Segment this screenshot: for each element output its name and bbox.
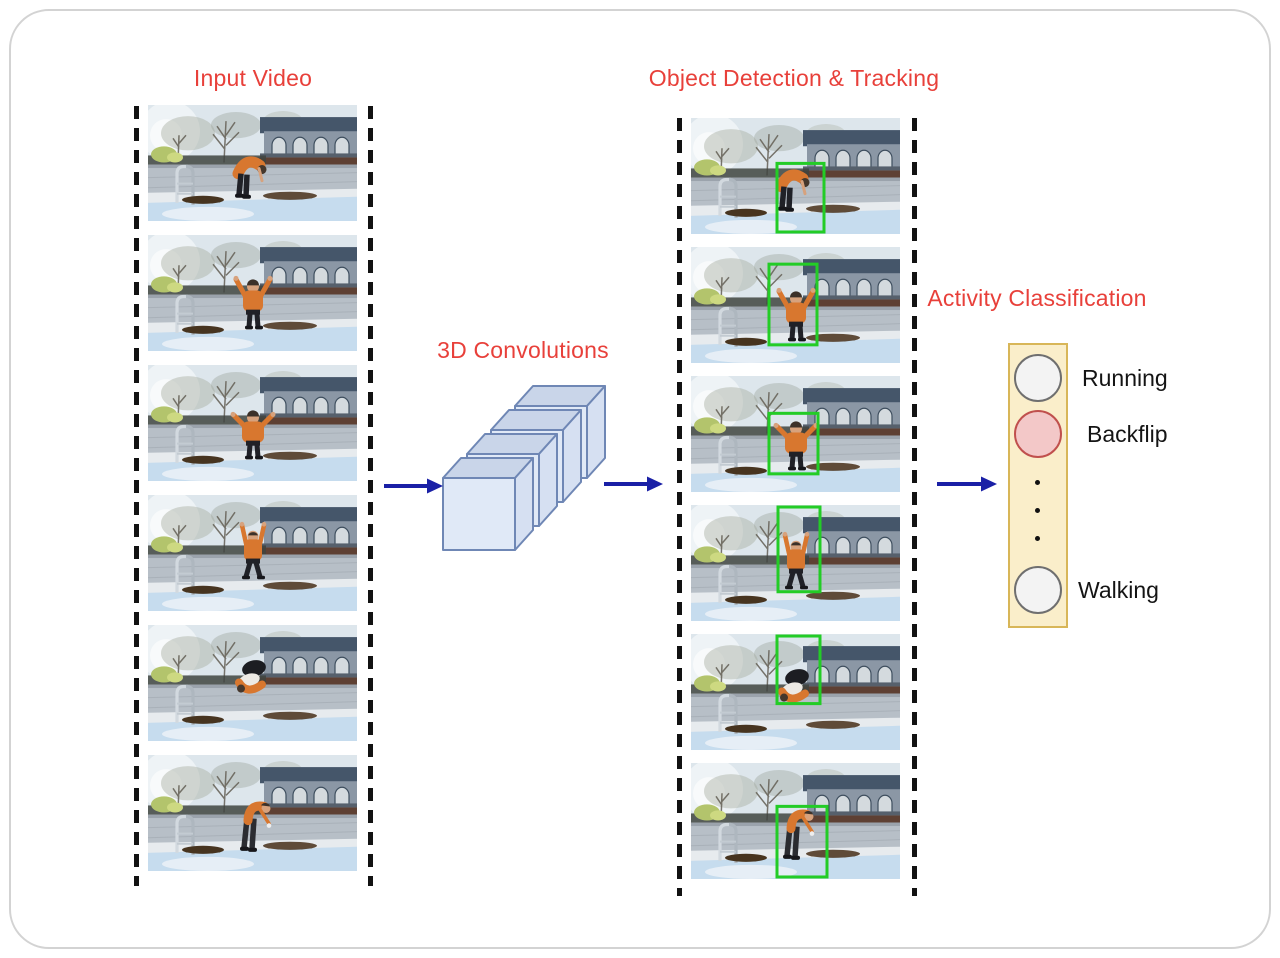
- input-video-frame: [148, 235, 357, 351]
- conv-title: 3D Convolutions: [437, 337, 609, 363]
- film-strip-edge-left-1: [134, 106, 139, 886]
- detection-frame: [691, 118, 900, 234]
- detection-frame: [691, 763, 900, 879]
- input-video-frame: [148, 755, 357, 871]
- detection-title: Object Detection & Tracking: [648, 65, 940, 91]
- film-strip-edge-left-2: [368, 106, 373, 886]
- film-strip-edge-right-2: [912, 118, 917, 896]
- neuron-walking: [1014, 566, 1062, 614]
- class-label-running: Running: [1082, 365, 1168, 391]
- input-video-frame: [148, 625, 357, 741]
- detection-frame: [691, 634, 900, 750]
- input-video-frame: [148, 495, 357, 611]
- detection-frame: [691, 247, 900, 363]
- input-video-frame: [148, 365, 357, 481]
- detection-frame: [691, 505, 900, 621]
- ellipsis-dot: [1035, 536, 1040, 541]
- ellipsis-dot: [1035, 480, 1040, 485]
- input-video-title: Input Video: [193, 65, 313, 91]
- detection-frame: [691, 376, 900, 492]
- activity-title: Activity Classification: [927, 285, 1147, 311]
- input-video-frame: [148, 105, 357, 221]
- ellipsis-dot: [1035, 508, 1040, 513]
- neuron-backflip-active: [1014, 410, 1062, 458]
- class-label-backflip: Backflip: [1087, 421, 1168, 447]
- film-strip-edge-right-1: [677, 118, 682, 896]
- neuron-running: [1014, 354, 1062, 402]
- class-label-walking: Walking: [1078, 577, 1159, 603]
